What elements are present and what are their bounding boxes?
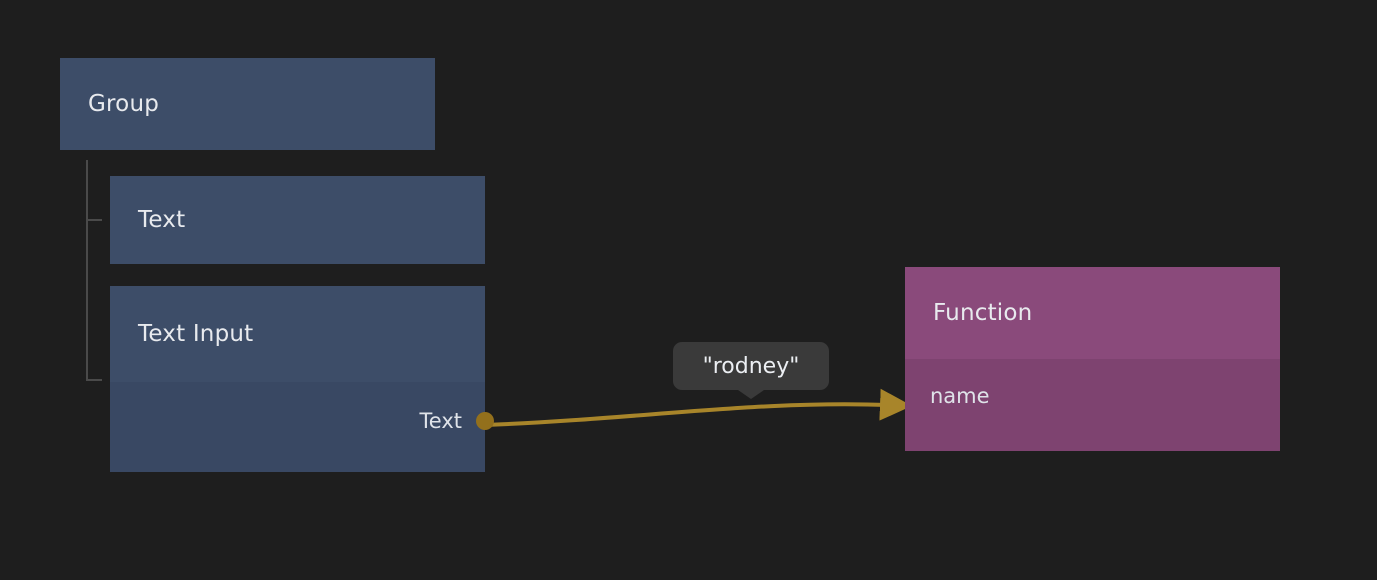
node-function[interactable]: Function name xyxy=(905,267,1280,451)
node-text-input-body: Text xyxy=(110,382,494,472)
output-port-text[interactable]: Text xyxy=(110,408,494,434)
wire-value-tooltip-text: "rodney" xyxy=(702,353,800,379)
node-group-header[interactable]: Group xyxy=(60,58,435,150)
node-function-title: Function xyxy=(933,300,1033,326)
node-text-input-title: Text Input xyxy=(138,321,254,347)
output-port-text-label: Text xyxy=(419,409,462,433)
node-text-input-header[interactable]: Text Input xyxy=(110,286,485,382)
wire-value-tooltip: "rodney" xyxy=(673,342,829,399)
connection-wire-text-to-name[interactable] xyxy=(484,388,912,427)
tree-branch-text xyxy=(86,219,102,221)
node-group-title: Group xyxy=(88,91,160,117)
input-port-name-label: name xyxy=(930,384,990,408)
node-function-body: name xyxy=(905,359,1280,451)
tree-branch-text-input xyxy=(86,379,102,381)
input-port-name[interactable]: name xyxy=(905,383,1280,409)
node-text-input[interactable]: Text Input Text xyxy=(110,286,494,472)
output-port-text-dot[interactable] xyxy=(476,412,494,430)
tree-vertical-line xyxy=(86,160,88,381)
node-function-header[interactable]: Function xyxy=(905,267,1280,359)
node-text[interactable]: Text xyxy=(110,176,485,264)
node-text-header[interactable]: Text xyxy=(110,176,485,264)
tooltip-pointer-icon xyxy=(738,390,764,399)
node-group[interactable]: Group xyxy=(60,58,435,150)
node-text-title: Text xyxy=(138,207,186,233)
